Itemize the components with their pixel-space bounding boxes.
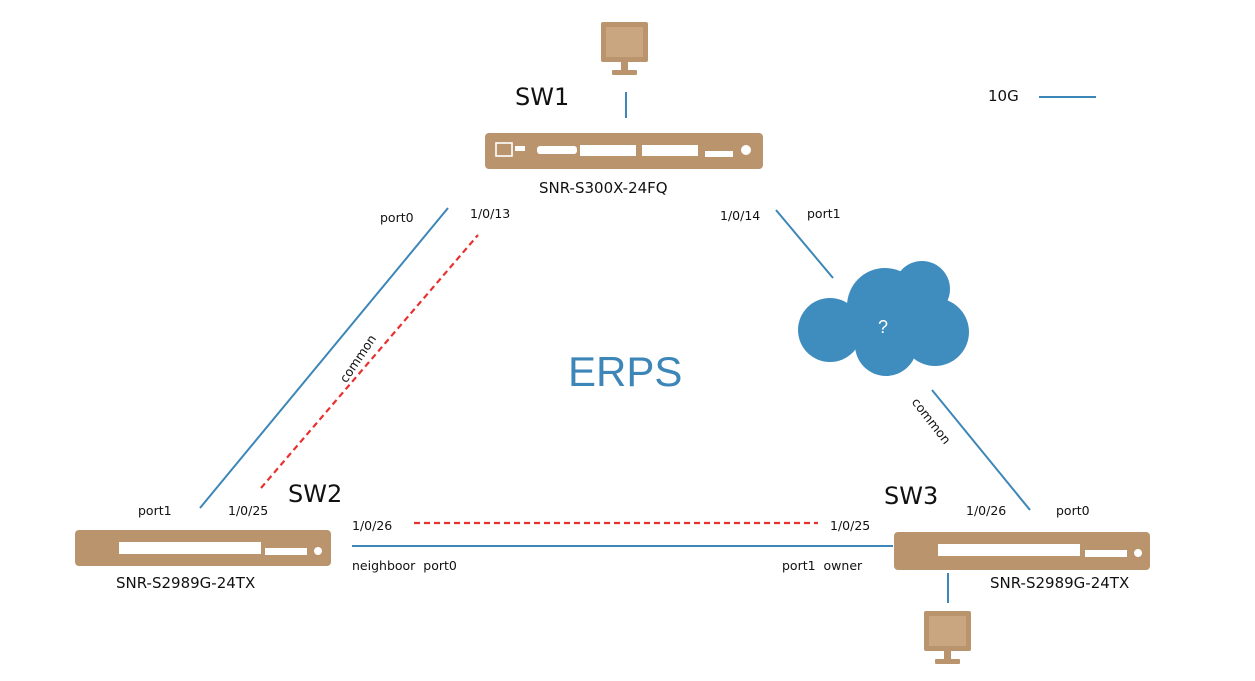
sw1-right-role: port1: [807, 206, 841, 221]
diagram-title: ERPS: [568, 348, 683, 395]
sw2-model: SNR-S2989G-24TX: [116, 574, 256, 592]
sw3-up-role: port0: [1056, 503, 1090, 518]
sw2-up-role: port1: [138, 503, 172, 518]
sw3-model: SNR-S2989G-24TX: [990, 574, 1130, 592]
sw2-up-if: 1/0/25: [228, 503, 269, 518]
sw3-left-if: 1/0/25: [830, 518, 871, 533]
sw2-right-if: 1/0/26: [352, 518, 393, 533]
sw1-right-if: 1/0/14: [720, 208, 761, 223]
sw2-right-role: neighboor port0: [352, 558, 457, 573]
sw1-name: SW1: [515, 83, 570, 111]
sw3-up-if: 1/0/26: [966, 503, 1007, 518]
monitor-icon: [924, 611, 971, 664]
link-cloud-sw3: [931, 389, 1031, 511]
switch-icon: [75, 530, 331, 566]
sw1-left-if: 1/0/13: [470, 206, 511, 221]
legend-label: 10G: [988, 87, 1019, 105]
cloud-icon: [798, 261, 969, 376]
link-sw1-cloud: [775, 209, 834, 279]
switch-icon: [485, 133, 763, 169]
sw3-left-role: port1 owner: [782, 558, 863, 573]
monitor-icon: [601, 22, 648, 75]
cloud-label: ?: [878, 317, 889, 337]
sw2-name: SW2: [288, 480, 343, 508]
switch-icon: [894, 532, 1150, 570]
link-sw1-sw2-blocked: [260, 234, 479, 489]
sw1-model: SNR-S300X-24FQ: [539, 179, 668, 197]
sw3-name: SW3: [884, 482, 939, 510]
sw1-left-role: port0: [380, 210, 414, 225]
link-sw1-sw2: [199, 207, 449, 509]
